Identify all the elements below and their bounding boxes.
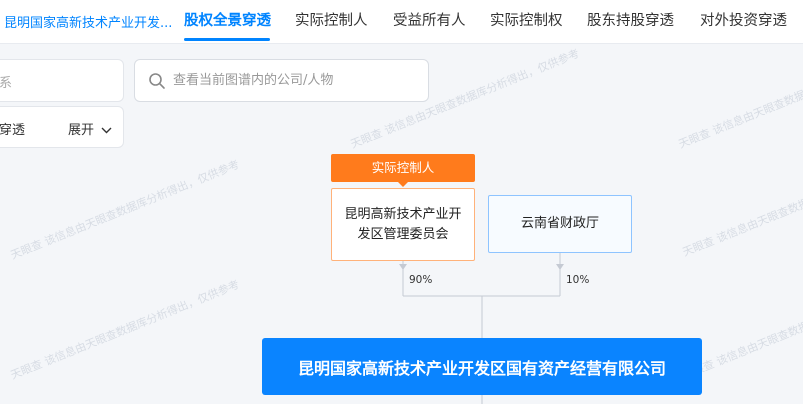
arrow-icon <box>399 264 407 270</box>
tab-beneficial-owner[interactable]: 受益所有人 <box>393 13 466 29</box>
node-shareholder-name: 云南省财政厅 <box>520 216 599 231</box>
node-shareholder[interactable]: 云南省财政厅 <box>488 195 632 253</box>
active-tab-indicator <box>184 38 270 41</box>
actual-controller-badge: 实际控制人 <box>331 154 475 182</box>
search-input[interactable] <box>173 60 423 101</box>
badge-pointer <box>398 182 408 187</box>
expand-button[interactable]: 展开 <box>68 119 112 138</box>
root-company-name: 昆明国家高新技术产业开发区国有资产经营有限公司 <box>297 358 666 378</box>
search-icon <box>149 73 165 89</box>
tab-investment-penetration[interactable]: 对外投资穿透 <box>700 13 787 29</box>
tab-equity-panorama[interactable]: 股权全景穿透 <box>184 13 271 29</box>
node-controller-name-line1: 昆明高新技术产业开 <box>344 206 462 222</box>
filter-panel[interactable]: 系 <box>0 59 124 102</box>
expand-label: 展开 <box>68 123 95 138</box>
shareholder-percent: 10% <box>566 274 590 286</box>
node-controller-name-line2: 发区管理委员会 <box>357 226 449 242</box>
tab-shareholder-penetration[interactable]: 股东持股穿透 <box>587 13 674 29</box>
tab-actual-controller[interactable]: 实际控制人 <box>295 13 368 29</box>
chevron-down-icon <box>101 127 112 134</box>
tab-actual-control-right[interactable]: 实际控制权 <box>490 13 563 29</box>
graph-search-box[interactable] <box>134 59 429 102</box>
penetration-mode-label[interactable]: 穿透 <box>0 123 26 138</box>
node-controller[interactable]: 昆明高新技术产业开 发区管理委员会 <box>331 188 475 261</box>
graph-edges <box>399 253 564 404</box>
arrow-icon <box>556 264 564 270</box>
graph-canvas[interactable]: 天眼查 该信息由天眼查数据库分析得出，仅供参考 天眼查 该信息由天眼查数据库分析… <box>0 45 803 404</box>
view-mode-panel: 穿透 展开 <box>0 106 124 148</box>
top-nav: 昆明国家高新技术产业开发... 股权全景穿透 实际控制人 受益所有人 实际控制权… <box>0 0 803 44</box>
filter-label: 系 <box>0 76 13 91</box>
controller-percent: 90% <box>409 274 433 286</box>
company-name-link[interactable]: 昆明国家高新技术产业开发... <box>4 16 173 31</box>
node-root-company[interactable]: 昆明国家高新技术产业开发区国有资产经营有限公司 <box>262 338 702 395</box>
